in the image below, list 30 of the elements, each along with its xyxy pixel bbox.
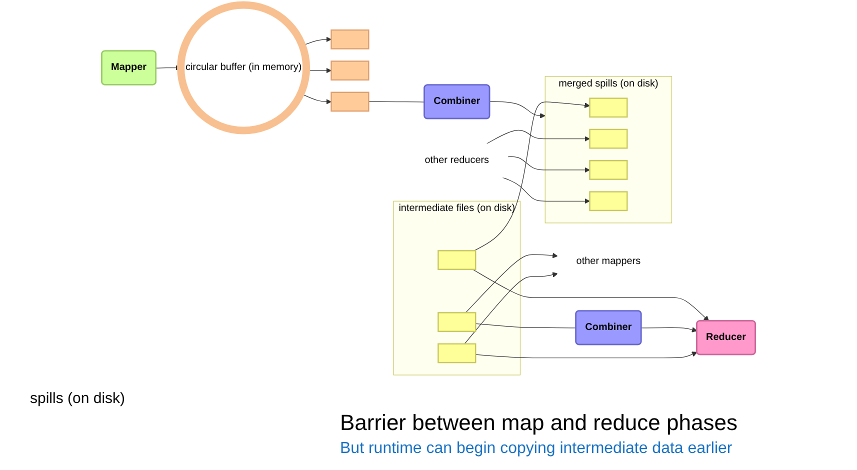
heading-text: Barrier between map and reduce phases [340, 410, 738, 436]
note-text: But runtime can begin copying intermediate data earlier [340, 440, 732, 458]
arrow [641, 327, 698, 332]
node-box [589, 128, 628, 149]
arrow [502, 177, 590, 204]
cluster: intermediate files (on disk) [393, 200, 521, 376]
arrow [507, 156, 590, 173]
arrow [475, 352, 698, 358]
arrow [489, 101, 546, 118]
node-text: other mappers [576, 256, 641, 267]
arrow [474, 102, 590, 251]
node-box [330, 92, 370, 112]
arrow [465, 252, 558, 313]
node-box [330, 29, 370, 50]
connector [475, 323, 576, 328]
node-box [589, 191, 628, 212]
arrow [486, 130, 590, 144]
node-box [589, 160, 628, 180]
connector [368, 101, 425, 102]
node-circle: circular buffer (in memory) [177, 1, 310, 134]
node-box [330, 60, 370, 81]
arrow [472, 269, 710, 322]
arrow [464, 272, 558, 344]
node-box [589, 98, 628, 118]
node-text: other reducers [424, 155, 490, 166]
spills-caption: spills (on disk) [30, 390, 126, 407]
cluster: merged spills (on disk) [544, 76, 672, 224]
node-box [438, 312, 476, 332]
node-box [438, 343, 476, 364]
node-box [438, 250, 476, 270]
